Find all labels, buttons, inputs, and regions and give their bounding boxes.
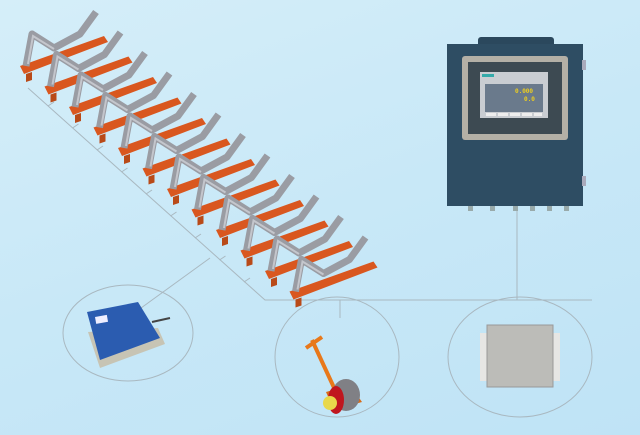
- baseline-tick: [170, 211, 177, 217]
- cable-gland: [513, 206, 518, 211]
- roller-highlight: [174, 157, 202, 188]
- roller-highlight: [76, 75, 104, 106]
- baseline-ticks: [47, 101, 251, 283]
- screen-readout-primary: 0.000: [515, 88, 533, 95]
- conveyor-baseline: [27, 87, 592, 301]
- sensor-arm-top: [304, 335, 324, 350]
- load-cell-ellipse: [62, 284, 194, 382]
- screen-buttons: [486, 113, 542, 116]
- roller-highlight: [100, 95, 129, 126]
- screen-readout-secondary: 0.0: [524, 96, 535, 103]
- idler-foot: [148, 174, 155, 185]
- idler-base-frame: [69, 77, 157, 115]
- baseline-tick: [72, 123, 79, 129]
- idler-foot: [26, 72, 32, 82]
- roller-highlight: [198, 177, 227, 208]
- junction-box-body: [486, 324, 554, 388]
- cabinet-hinge-top: [582, 60, 586, 70]
- cable-glands: [468, 206, 569, 211]
- idler-foot: [50, 92, 57, 103]
- cable-gland: [468, 206, 473, 211]
- baseline-tick: [194, 233, 202, 239]
- idler-base-frame: [167, 159, 255, 197]
- idler-set: [240, 194, 329, 267]
- roller-highlight: [272, 239, 300, 270]
- idler-set: [44, 30, 133, 103]
- idler-set: [118, 91, 206, 164]
- load-cell-component: [62, 284, 194, 382]
- roller-highlight: [125, 116, 153, 147]
- idler-set: [191, 153, 280, 226]
- idler-foot: [271, 277, 277, 287]
- idler-foot: [246, 256, 253, 267]
- idler-foot: [124, 154, 130, 164]
- roller-highlight: [149, 136, 178, 167]
- idler-set: [216, 173, 304, 246]
- idler-set: [20, 9, 108, 82]
- cable-gland: [547, 206, 552, 211]
- load-cell-cable: [151, 317, 171, 323]
- idler-base-frame: [142, 138, 231, 177]
- idler-base-frame: [289, 261, 378, 300]
- screen-logo: [482, 74, 494, 77]
- idler-set: [289, 235, 378, 308]
- sensor-encoder: [323, 396, 337, 410]
- connection-lines: [27, 87, 592, 318]
- idler-set: [167, 132, 255, 205]
- idler-foot: [197, 215, 204, 226]
- idler-base-frame: [44, 56, 133, 95]
- idler-foot: [295, 297, 302, 308]
- cable-gland: [564, 206, 569, 211]
- weighing-controller: 0.000 0.0: [447, 37, 586, 211]
- baseline-tick: [47, 101, 55, 107]
- baseline-tick: [145, 189, 153, 195]
- baseline-tick: [219, 255, 226, 261]
- idler-foot: [99, 133, 106, 144]
- idler-foot: [173, 195, 179, 205]
- idler-base-frame: [20, 36, 108, 74]
- idler-foot: [75, 113, 81, 123]
- junction-box-component: [447, 296, 593, 418]
- idler-set: [265, 214, 353, 287]
- load-cell-body: [87, 302, 160, 360]
- idler-set: [142, 112, 231, 185]
- junction-box-ellipse: [447, 296, 593, 418]
- load-cell-link-line: [129, 257, 211, 317]
- idler-set: [69, 50, 157, 123]
- baseline-tick: [243, 277, 251, 283]
- idler-base-frame: [93, 97, 182, 136]
- baseline-tick: [121, 167, 128, 173]
- roller-highlight: [27, 34, 55, 65]
- weigh-idler-array: [20, 9, 378, 308]
- cable-gland: [490, 206, 495, 211]
- idler-base-frame: [216, 200, 304, 238]
- idler-base-frame: [240, 220, 329, 259]
- roller-highlight: [296, 259, 325, 290]
- load-cell-label: [94, 314, 109, 324]
- screen-display-area: [485, 84, 543, 112]
- idler-foot: [222, 236, 228, 246]
- speed-sensor-ellipse: [274, 296, 400, 418]
- sensor-arm: [310, 339, 338, 393]
- roller-highlight: [223, 198, 251, 229]
- idler-base-frame: [265, 241, 353, 279]
- roller-highlight: [51, 54, 80, 85]
- roller-highlight: [247, 218, 276, 249]
- speed-sensor-component: [274, 296, 400, 418]
- idler-base-frame: [118, 118, 206, 156]
- baseline-tick: [96, 145, 104, 151]
- idler-set: [93, 71, 182, 144]
- cable-gland: [530, 206, 535, 211]
- idler-base-frame: [191, 179, 280, 218]
- cabinet-hinge-bottom: [582, 176, 586, 186]
